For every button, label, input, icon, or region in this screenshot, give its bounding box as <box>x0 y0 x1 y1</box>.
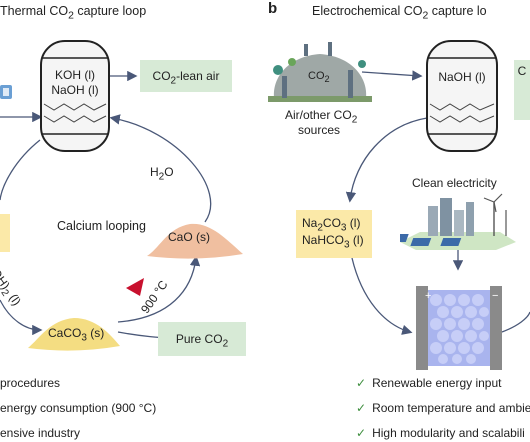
check-icon: ✓ <box>356 401 367 415</box>
capture-vessel-a <box>40 40 110 152</box>
cathode-minus-label: − <box>492 290 499 302</box>
clean-electricity-label: Clean electricity <box>412 176 497 190</box>
panel-b-letter: b <box>268 0 278 17</box>
carbonate-box <box>296 210 372 258</box>
checklist-item-1: ✓ Renewable energy input <box>356 376 501 390</box>
panel-a-bullet-2: energy consumption (900 °C) <box>0 401 157 415</box>
caoh2-box-fragment <box>0 214 10 252</box>
cao-label: CaO (s) <box>168 230 210 244</box>
panel-a-bullet-1: procedures <box>0 376 61 390</box>
sources-label-2: sources <box>298 123 341 137</box>
caco3-label: CaCO3 (s) <box>48 326 105 344</box>
vessel-a-naoh: NaOH (l) <box>51 83 99 97</box>
cao-pile <box>147 223 243 259</box>
lean-air-box: CO2-lean air <box>140 60 232 92</box>
vessel-b-naoh: NaOH (l) <box>438 70 486 84</box>
panel-a-arrows <box>0 70 212 345</box>
check-icon: ✓ <box>356 376 367 390</box>
checklist-item-3: ✓ High modularity and scalabili <box>356 426 525 440</box>
co2-sources-illustration <box>268 42 372 102</box>
carbonate-label: Na2CO3 (l) <box>302 216 361 234</box>
co2-cloud-label: CO2 <box>308 70 330 85</box>
clean-electricity-illustration <box>400 193 516 250</box>
heat-marker-icon <box>126 278 144 296</box>
panel-a-bullet-3: ensive industry <box>0 426 81 440</box>
capture-vessel-b <box>426 40 498 152</box>
checklist-text-2: Room temperature and ambie <box>372 401 530 415</box>
check-icon: ✓ <box>356 426 367 440</box>
calcium-looping-label: Calcium looping <box>57 219 146 233</box>
right-box-fragment: C <box>514 60 530 120</box>
checklist-item-2: ✓ Room temperature and ambie <box>356 401 530 415</box>
checklist-text-1: Renewable energy input <box>372 376 502 390</box>
h2o-label: H2O <box>150 165 174 183</box>
air-inlet-icon <box>0 85 12 99</box>
anode-plus-label: + <box>425 290 432 302</box>
caco3-pile <box>28 318 120 351</box>
checklist-text-3: High modularity and scalabili <box>372 426 525 440</box>
vessel-a-koh: KOH (l) <box>55 68 95 82</box>
panel-b-title: Electrochemical CO2 capture lo <box>312 4 487 22</box>
electrolyzer-cell <box>416 286 502 370</box>
bicarbonate-label: NaHCO3 (l) <box>302 233 364 251</box>
panel-a-title: Thermal CO2 capture loop <box>0 4 147 22</box>
sources-label-1: Air/other CO2 <box>285 108 358 126</box>
pure-co2-box: Pure CO2 <box>158 322 246 356</box>
